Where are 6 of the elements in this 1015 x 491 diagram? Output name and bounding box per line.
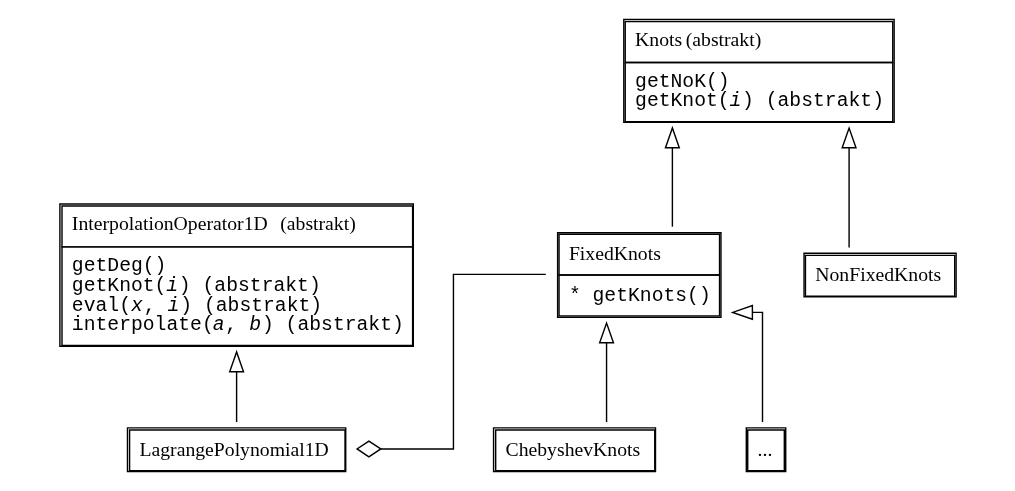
connector — [355, 273, 547, 458]
arrow — [664, 125, 680, 228]
arrow — [598, 320, 614, 423]
arrow — [730, 304, 763, 423]
arrow — [228, 349, 244, 423]
arrow — [840, 125, 857, 249]
